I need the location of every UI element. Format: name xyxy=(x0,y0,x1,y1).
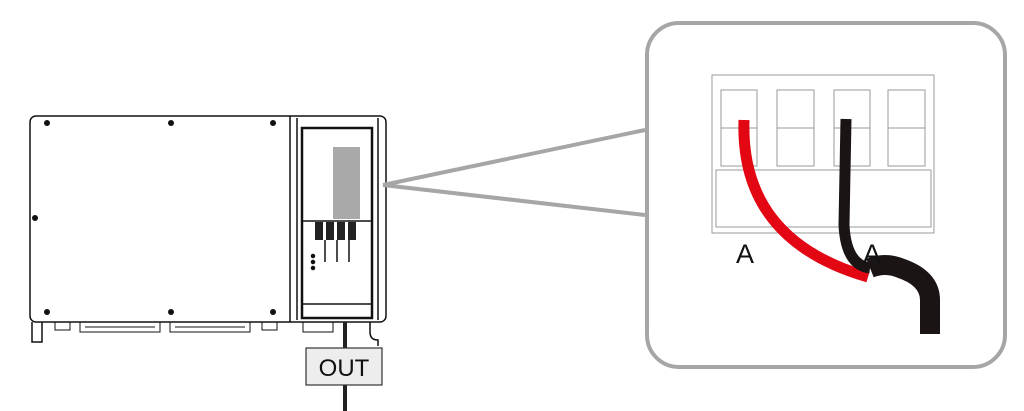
dc-connectors xyxy=(54,322,334,333)
out-label: OUT xyxy=(319,355,370,382)
terminal-label-a-left: A xyxy=(736,239,754,269)
circuit-board xyxy=(333,147,360,219)
terminal-label-a-right: A xyxy=(863,239,881,269)
terminal-block-detail xyxy=(711,74,935,234)
inverter xyxy=(29,115,387,346)
black-cable-sheath xyxy=(866,255,940,334)
wiring-compartment xyxy=(300,126,374,320)
red-cable xyxy=(738,119,870,283)
black-cable xyxy=(838,118,872,274)
out-label-box xyxy=(305,347,383,386)
callout-pointer xyxy=(382,128,646,217)
screws xyxy=(32,120,276,315)
terminal-blocks xyxy=(315,222,356,240)
